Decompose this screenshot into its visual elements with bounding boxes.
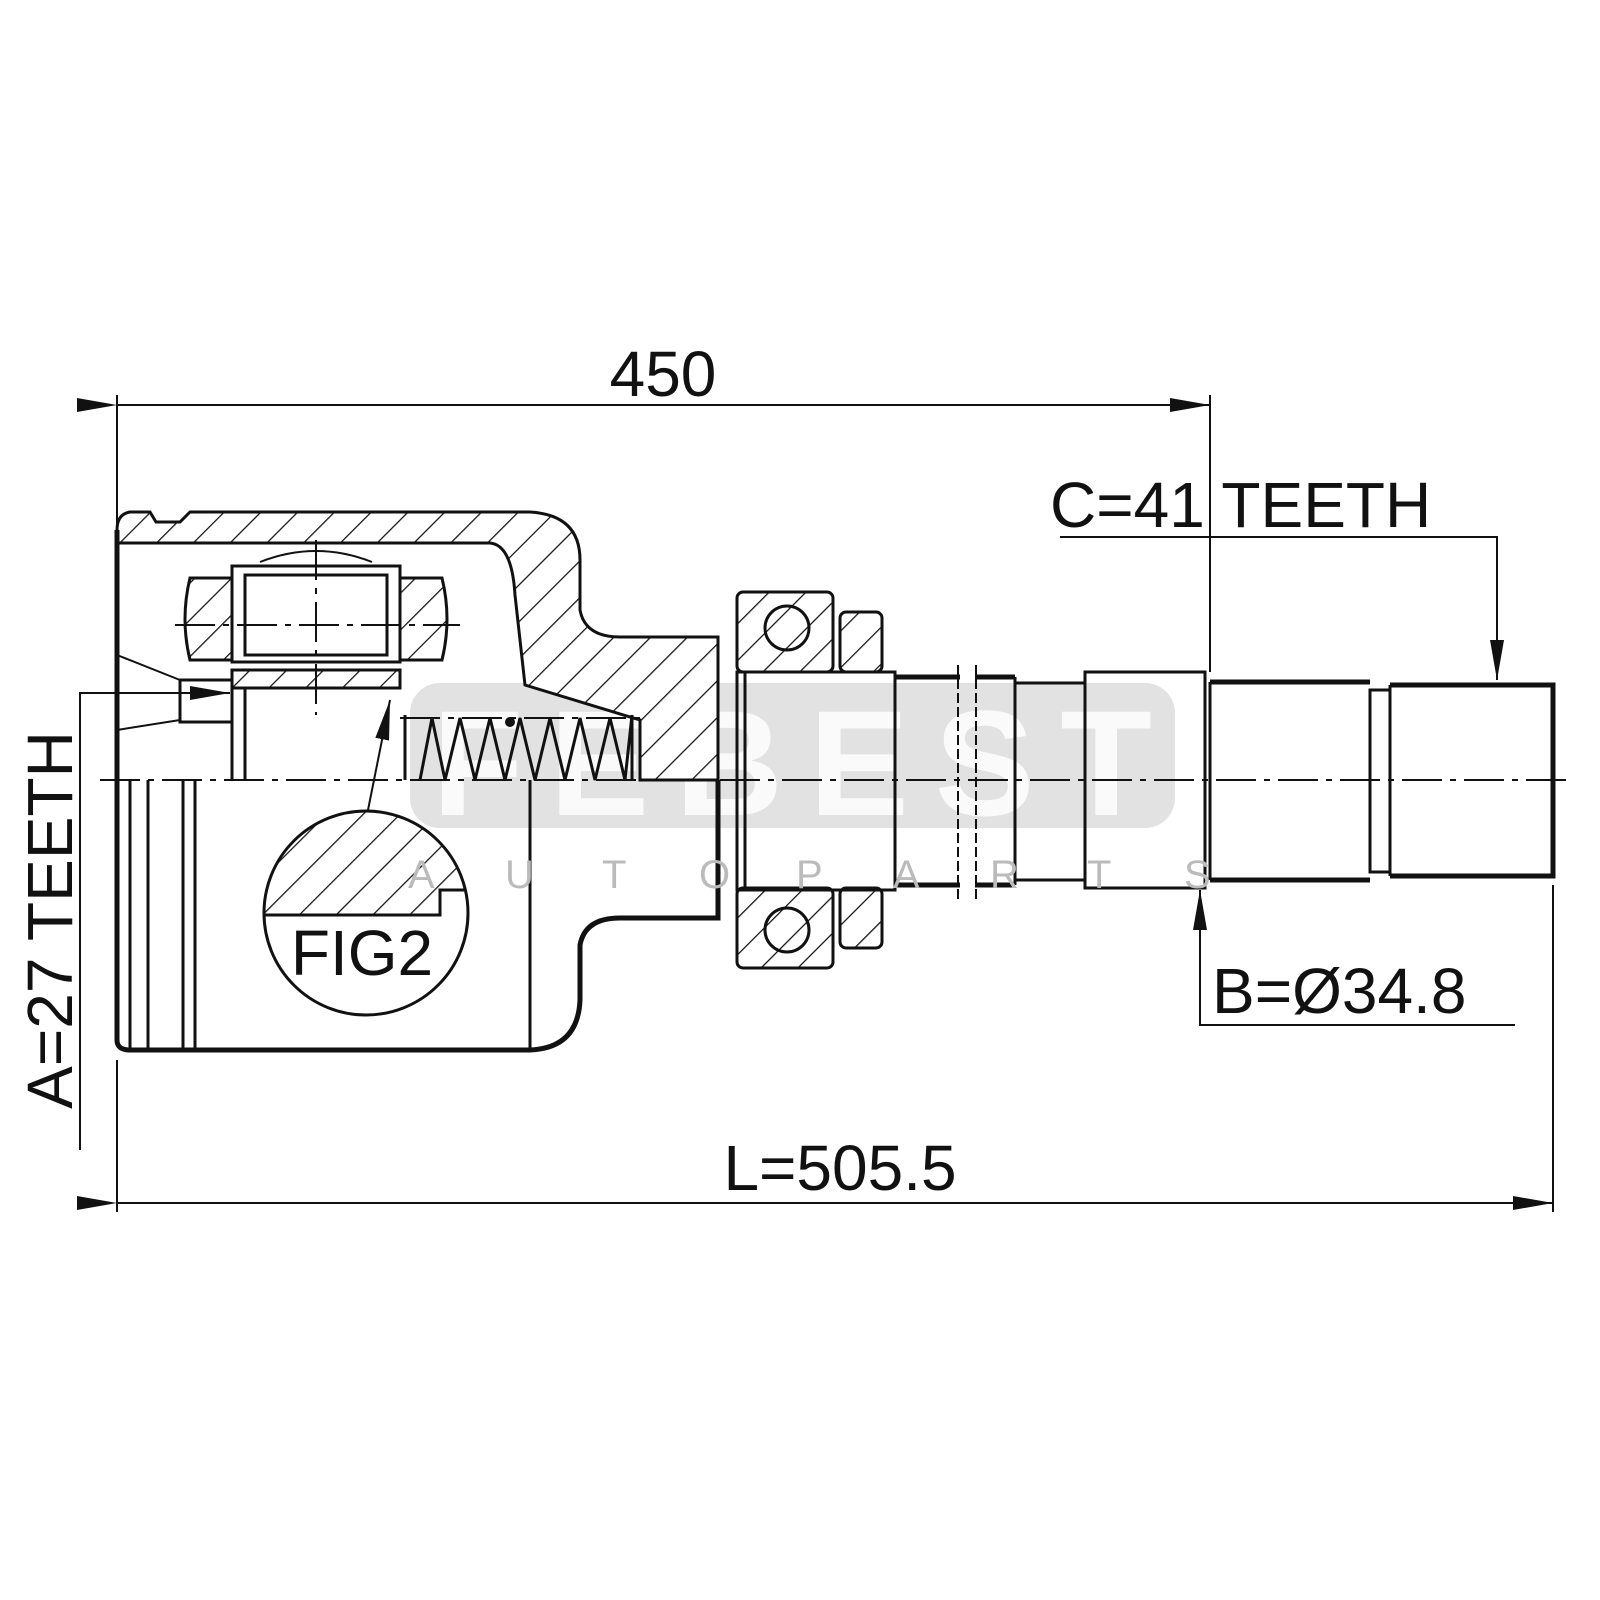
spline-a-label: A=27 TEETH — [14, 731, 86, 1109]
dimension-450-label: 450 — [610, 338, 717, 410]
watermark-letter: R — [990, 853, 1019, 897]
spline-a-callout: A=27 TEETH — [14, 686, 230, 1150]
watermark-letter: A — [893, 853, 920, 897]
support-bearing — [735, 590, 884, 970]
spline-b-callout: B=Ø34.8 — [1193, 890, 1515, 1027]
joint-housing — [114, 510, 721, 1053]
watermark-letter: O — [699, 853, 730, 897]
watermark: FEBEST — [410, 679, 1175, 847]
spline-b-label: B=Ø34.8 — [1212, 955, 1466, 1027]
spline-c-label: C=41 TEETH — [1050, 469, 1431, 541]
watermark-letter: P — [796, 853, 823, 897]
dimension-length: L=505.5 — [77, 885, 1554, 1212]
watermark-letter: S — [1184, 853, 1211, 897]
watermark-letter: U — [505, 853, 534, 897]
watermark-letter: T — [602, 853, 626, 897]
dimension-450: 450 — [77, 338, 1211, 672]
shaft — [735, 665, 1556, 900]
watermark-letter: A — [408, 853, 435, 897]
tripod-roller — [175, 540, 460, 780]
watermark-letter: T — [1087, 853, 1111, 897]
dimension-length-label: L=505.5 — [723, 1132, 956, 1204]
fig2-label: FIG2 — [291, 917, 433, 989]
spline-c-callout: C=41 TEETH — [1050, 469, 1504, 680]
spring — [400, 714, 640, 781]
